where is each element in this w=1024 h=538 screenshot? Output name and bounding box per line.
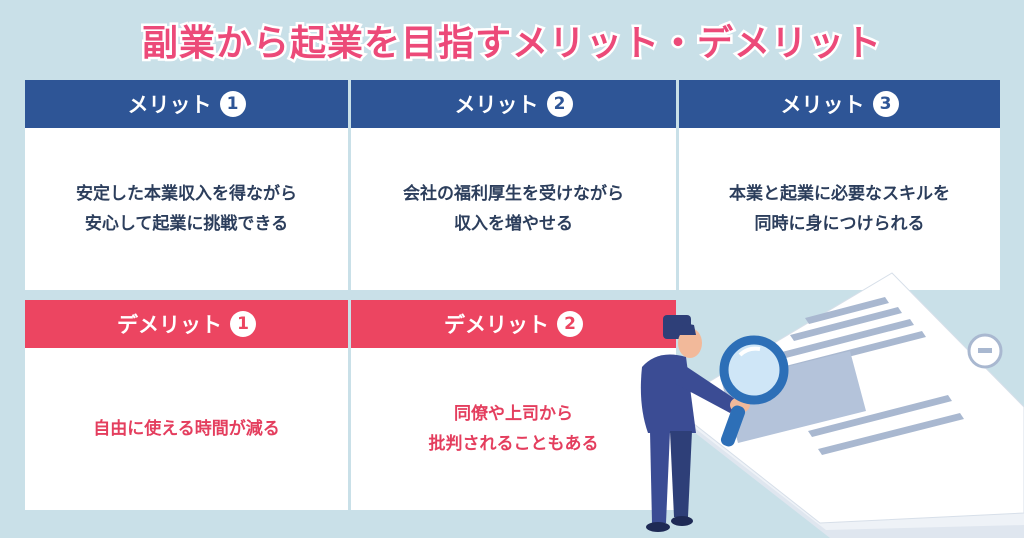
demerit-card-2: デメリット 2 同僚や上司から 批判されることもある — [351, 300, 676, 510]
merit-card-2-text-line-1: 会社の福利厚生を受けながら — [403, 184, 624, 204]
demerit-card-1-label: デメリット — [117, 313, 222, 337]
demerit-card-2-text-line-2: 批判されることもある — [428, 434, 599, 454]
merit-card-3-body: 本業と起業に必要なスキルを 同時に身につけられる — [679, 128, 1000, 290]
demerit-card-2-header: デメリット 2 — [351, 300, 676, 348]
demerit-card-2-number-badge: 2 — [557, 311, 583, 337]
merit-card-3-number-badge: 3 — [872, 91, 899, 117]
magnifying-glass-icon — [719, 335, 789, 447]
merit-card-1-body: 安定した本業収入を得ながら 安心して起業に挑戦できる — [25, 128, 348, 290]
merit-card-1: メリット 1 安定した本業収入を得ながら 安心して起業に挑戦できる — [25, 80, 348, 290]
merit-card-2-number-badge: 2 — [546, 91, 573, 117]
demerit-card-1-number-badge: 1 — [230, 311, 256, 337]
demerit-card-2-label: デメリット — [444, 313, 549, 337]
merit-card-2-body: 会社の福利厚生を受けながら 収入を増やせる — [351, 128, 676, 290]
merit-card-3: メリット 3 本業と起業に必要なスキルを 同時に身につけられる — [679, 80, 1000, 290]
merit-card-3-text-line-2: 同時に身につけられる — [754, 214, 925, 234]
demerit-card-1-text-line-1: 自由に使える時間が減る — [93, 419, 280, 439]
merit-card-1-number-badge: 1 — [219, 91, 246, 117]
merit-card-1-text-line-1: 安定した本業収入を得ながら — [76, 184, 297, 204]
demerit-card-1-header: デメリット 1 — [25, 300, 348, 348]
merit-card-2: メリット 2 会社の福利厚生を受けながら 収入を増やせる — [351, 80, 676, 290]
merit-card-2-text-line-2: 収入を増やせる — [454, 214, 573, 234]
merit-card-3-text-line-1: 本業と起業に必要なスキルを — [729, 184, 950, 204]
document-stack-icon — [669, 272, 1024, 538]
demerit-card-2-body: 同僚や上司から 批判されることもある — [351, 348, 676, 510]
demerit-card-1: デメリット 1 自由に使える時間が減る — [25, 300, 348, 510]
merit-card-2-label: メリット — [454, 93, 539, 117]
merit-card-1-text-line-2: 安心して起業に挑戦できる — [84, 214, 289, 234]
page-title: 副業から起業を目指すメリット・デメリット — [139, 21, 883, 67]
merit-card-1-label: メリット — [127, 93, 212, 117]
merit-card-1-header: メリット 1 — [25, 80, 348, 128]
demerit-card-1-body: 自由に使える時間が減る — [25, 348, 348, 510]
businessman-icon — [640, 315, 750, 532]
demerit-card-2-text-line-1: 同僚や上司から — [454, 404, 573, 424]
merit-card-2-header: メリット 2 — [351, 80, 676, 128]
businessman-magnifier-illustration — [640, 272, 1024, 538]
merit-card-3-label: メリット — [780, 93, 865, 117]
merit-card-3-header: メリット 3 — [679, 80, 1000, 128]
